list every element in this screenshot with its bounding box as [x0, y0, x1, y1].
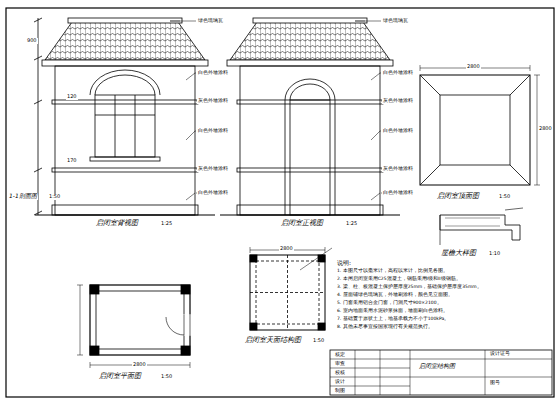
material-callout: 绿色琉璃瓦 — [382, 18, 409, 24]
dimension: 2800 — [538, 126, 553, 132]
dimension: 2800 — [279, 246, 294, 252]
note-line: 3. 梁、柱、板混凝土保护层厚度25mm，基础保护层厚度35mm。 — [336, 285, 483, 290]
title-cell: 图号 — [489, 380, 501, 386]
title-cell: 校核 — [334, 370, 346, 376]
note-line: 7. 基础置于原状土上，地基承载力不小于100kPa。 — [336, 317, 450, 322]
note-line: 5. 门窗采用铝合金门窗，门洞尺寸900×2100。 — [336, 301, 443, 306]
dimension: 170 — [66, 158, 78, 164]
dimension: 2800 — [466, 64, 481, 70]
dimension: 900 — [26, 38, 38, 44]
material-callout: 白色外墙涂料 — [382, 190, 414, 196]
view-title: 屋檐大样图 — [440, 250, 477, 258]
title-cell: 审查 — [334, 361, 346, 367]
material-callout: 白色外墙涂料 — [197, 190, 229, 196]
view-title: 启闭室背视图 — [95, 220, 139, 228]
note-heading: 说明: — [336, 260, 352, 267]
view-title: 启闭室平面图 — [98, 373, 142, 381]
scale: 1:50 — [312, 338, 325, 344]
material-callout: 灰色外墙涂料 — [382, 98, 414, 104]
view-title: 1-1剖面图 — [8, 193, 38, 200]
material-callout: 灰色外墙涂料 — [382, 166, 414, 172]
dimension: 2800 — [132, 362, 147, 368]
note-line: 8. 其他未尽事宜按国家现行有关规范执行。 — [336, 325, 434, 330]
view-title: 启闭室天面结构图 — [244, 337, 302, 345]
note-line: 4. 屋面铺绿色琉璃瓦，外墙刷涂料，颜色见立面图。 — [336, 293, 454, 298]
note-line: 6. 室内地面采用水泥砂浆抹面，墙面刷白色涂料。 — [336, 309, 449, 314]
material-callout: 绿色琉璃瓦 — [197, 18, 224, 24]
title-cell: 核定 — [334, 352, 346, 358]
note-line: 1. 本图尺寸以毫米计，高程以米计，比例见各图。 — [336, 269, 449, 274]
material-callout: 白色外墙涂料 — [197, 128, 229, 134]
material-callout: 白色外墙涂料 — [382, 128, 414, 134]
scale: 1:25 — [160, 221, 173, 227]
material-callout: 灰色外墙涂料 — [197, 166, 229, 172]
title-cell: 设计 — [334, 379, 346, 385]
material-callout: 白色外墙涂料 — [382, 70, 414, 76]
view-title: 启闭室正视图 — [280, 220, 324, 228]
note-line: 2. 本闸启闭室采用C25混凝土，钢筋采用I级和II级钢筋。 — [336, 277, 462, 282]
scale: 1:25 — [345, 221, 358, 227]
material-callout: 灰色外墙涂料 — [197, 98, 229, 104]
scale: 1:50 — [498, 194, 511, 200]
scale: 1:50 — [48, 194, 61, 200]
scale: 1:10 — [488, 251, 501, 257]
title-cell: 设计证号 — [489, 352, 511, 357]
view-title: 启闭室顶面图 — [436, 193, 480, 201]
title-cell: 制图 — [334, 388, 346, 394]
dimension: 120 — [66, 94, 78, 100]
drawing-name: 启闭室结构图 — [418, 363, 456, 370]
material-callout: 白色外墙涂料 — [197, 70, 229, 76]
scale: 1:50 — [160, 374, 173, 380]
